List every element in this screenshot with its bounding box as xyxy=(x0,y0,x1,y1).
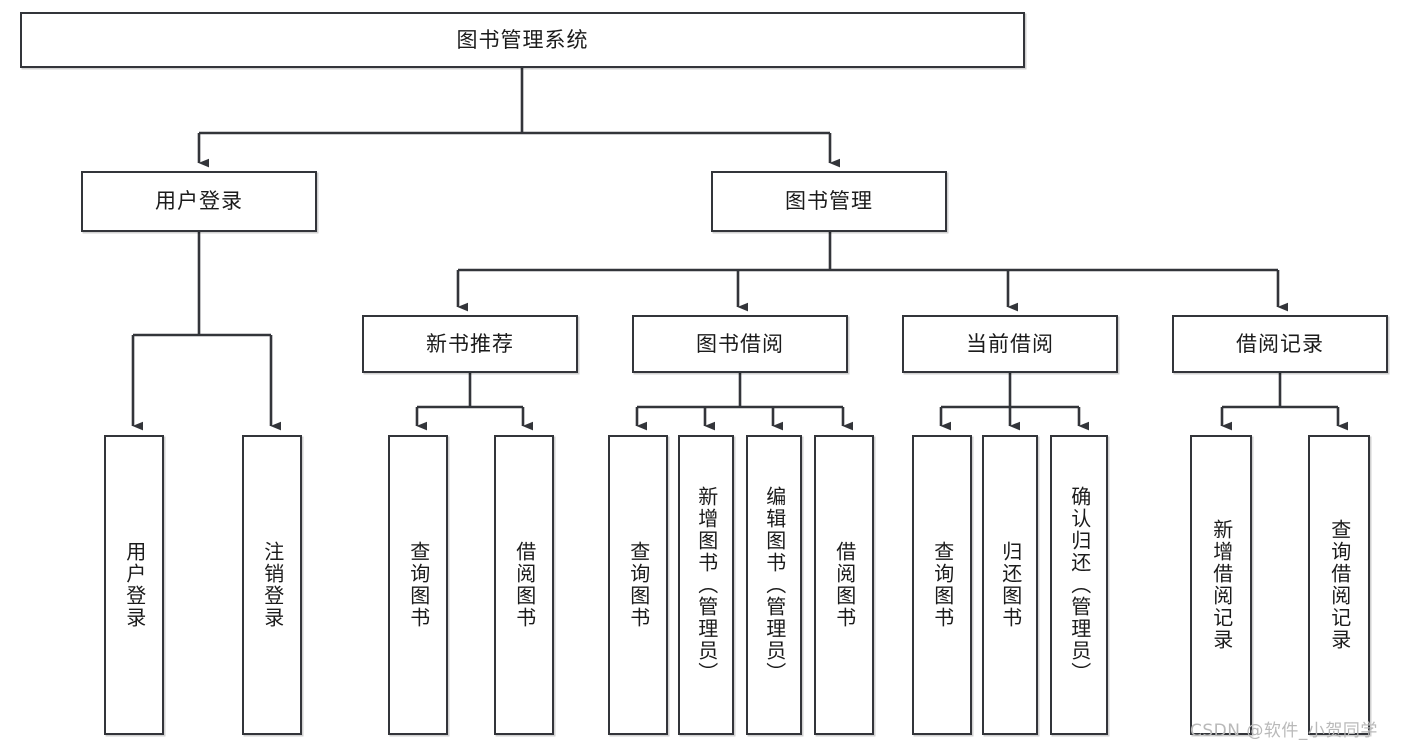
node-label: 用户登录 xyxy=(122,541,147,629)
node-label: 新增图书（管理员） xyxy=(694,486,719,684)
node-label: 图书管理 xyxy=(785,189,873,214)
node-leaf-return-book[interactable]: 归还图书 xyxy=(982,435,1038,735)
node-borrow-record[interactable]: 借阅记录 xyxy=(1172,315,1388,373)
node-label: 新书推荐 xyxy=(426,331,514,356)
node-root-book-management-system[interactable]: 图书管理系统 xyxy=(20,12,1025,68)
node-current-borrow[interactable]: 当前借阅 xyxy=(902,315,1118,373)
node-label: 当前借阅 xyxy=(966,331,1054,356)
node-label: 查询借阅记录 xyxy=(1327,519,1352,651)
node-leaf-query-borrow-record[interactable]: 查询借阅记录 xyxy=(1308,435,1370,735)
node-label: 新增借阅记录 xyxy=(1209,519,1234,651)
node-label: 查询图书 xyxy=(406,541,431,629)
node-label: 查询图书 xyxy=(930,541,955,629)
node-label: 归还图书 xyxy=(998,541,1023,629)
node-new-book-recommend[interactable]: 新书推荐 xyxy=(362,315,578,373)
node-label: 图书管理系统 xyxy=(456,27,589,52)
node-leaf-confirm-return[interactable]: 确认归还（管理员） xyxy=(1050,435,1108,735)
node-leaf-user-login[interactable]: 用户登录 xyxy=(104,435,164,735)
node-label: 用户登录 xyxy=(155,189,243,214)
node-leaf-query-book-borrow[interactable]: 查询图书 xyxy=(608,435,668,735)
node-label: 注销登录 xyxy=(260,541,285,629)
node-book-management[interactable]: 图书管理 xyxy=(711,171,947,232)
csdn-watermark: CSDN @软件_小贺同学 xyxy=(1190,721,1378,741)
node-label: 借阅记录 xyxy=(1236,331,1324,356)
node-book-borrow[interactable]: 图书借阅 xyxy=(632,315,848,373)
node-leaf-add-book[interactable]: 新增图书（管理员） xyxy=(678,435,734,735)
node-leaf-query-book-current[interactable]: 查询图书 xyxy=(912,435,972,735)
node-label: 图书借阅 xyxy=(696,331,784,356)
node-leaf-logout-login[interactable]: 注销登录 xyxy=(242,435,302,735)
node-leaf-edit-book[interactable]: 编辑图书（管理员） xyxy=(746,435,802,735)
node-leaf-query-book-recommend[interactable]: 查询图书 xyxy=(388,435,448,735)
node-label: 借阅图书 xyxy=(512,541,537,629)
node-label: 编辑图书（管理员） xyxy=(762,486,787,684)
node-label: 查询图书 xyxy=(626,541,651,629)
node-leaf-borrow-book[interactable]: 借阅图书 xyxy=(814,435,874,735)
node-leaf-add-borrow-record[interactable]: 新增借阅记录 xyxy=(1190,435,1252,735)
node-label: 借阅图书 xyxy=(832,541,857,629)
node-leaf-borrow-book-recommend[interactable]: 借阅图书 xyxy=(494,435,554,735)
node-user-login[interactable]: 用户登录 xyxy=(81,171,317,232)
node-label: 确认归还（管理员） xyxy=(1067,486,1092,684)
